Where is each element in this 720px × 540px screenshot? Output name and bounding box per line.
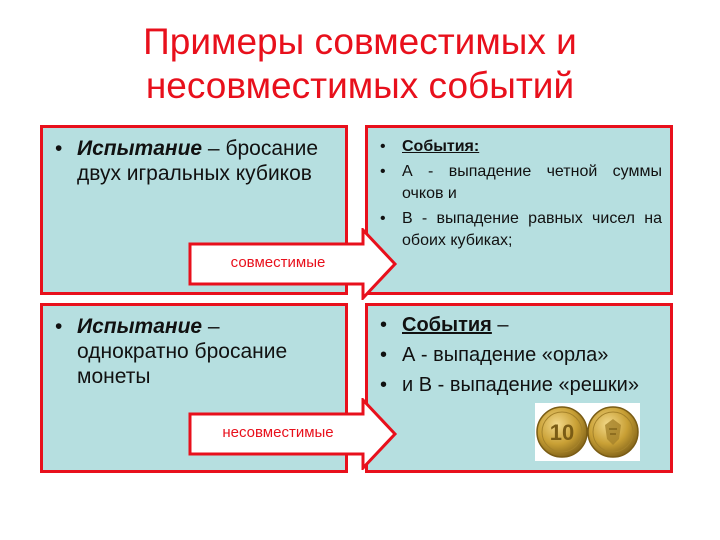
events-heading: • События: [374,136,662,158]
bullet-icon: • [380,314,388,336]
events-heading: • События – [374,312,662,338]
bullet-icon: • [380,163,386,180]
bullet-icon: • [380,344,388,366]
coins-image: 10 [535,403,640,461]
events-dice-box: • События: • А - выпадение четной суммы … [365,125,673,295]
title-line-1: Примеры совместимых и [143,21,577,62]
bullet-icon: • [55,137,63,160]
page-title: Примеры совместимых и несовместимых собы… [40,20,680,108]
trial-dash: – [202,315,220,338]
events-heading-text: События [402,314,492,336]
trial-term: Испытание [77,137,203,160]
svg-text:10: 10 [550,420,574,445]
bullet-icon: • [380,374,388,396]
trial-text: однократно бросание монеты [77,340,288,388]
bullet-icon: • [55,315,63,338]
trial-dash: – [202,137,220,160]
event-b-text: и В - выпадение «решки» [402,374,639,396]
arrow-right-icon [188,396,398,472]
compatible-label: совместимые [230,254,326,271]
event-a-item: • А - выпадение «орла» [374,342,662,368]
trial-dice-item: • Испытание – бросание двух игральных ку… [49,136,335,186]
coin-icon: 10 [536,406,639,458]
event-a-item: • А - выпадение четной суммы очков и [374,161,662,205]
title-line-2: несовместимых событий [145,65,575,106]
trial-coin-item: • Испытание – однократно бросание монеты [49,314,335,389]
bullet-icon: • [380,210,386,227]
incompatible-arrow: несовместимые [188,396,398,472]
event-b-text: В - выпадение равных чисел на обоих куби… [402,210,662,249]
incompatible-label: несовместимые [222,424,334,441]
arrow-right-icon [188,226,398,302]
event-a-text: А - выпадение «орла» [402,344,609,366]
trial-text: бросание двух игральных кубиков [77,137,319,185]
events-heading-text: События: [402,138,480,155]
event-b-item: • В - выпадение равных чисел на обоих ку… [374,208,662,252]
trial-term: Испытание [77,315,203,338]
events-dash: – [491,314,509,336]
event-a-text: А - выпадение четной суммы очков и [402,163,662,202]
bullet-icon: • [380,138,386,155]
event-b-item: • и В - выпадение «решки» [374,372,662,398]
compatible-arrow: совместимые [188,226,398,302]
